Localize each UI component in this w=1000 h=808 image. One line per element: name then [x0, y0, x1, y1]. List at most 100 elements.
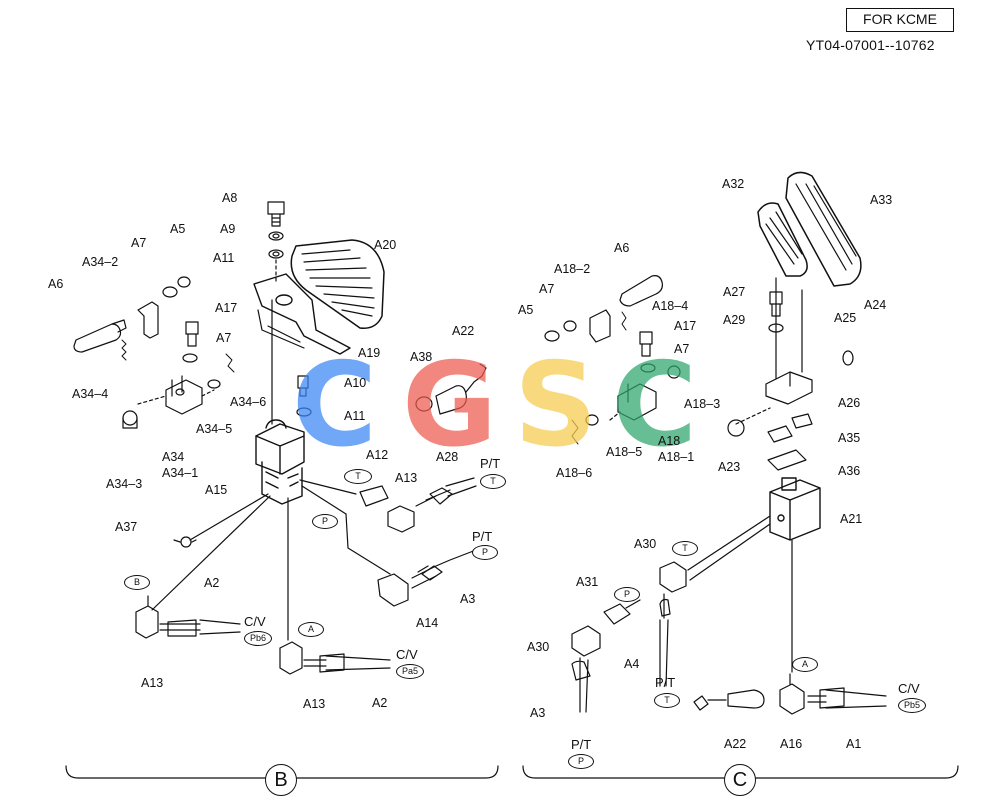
callout-a18-6: A18–6 — [556, 466, 593, 480]
callout-a9: A9 — [220, 222, 236, 236]
port-tag-p: P — [472, 545, 498, 560]
fitting-a31 — [603, 603, 631, 625]
callout-a27: A27 — [723, 285, 746, 299]
callout-a7: A7 — [216, 331, 232, 345]
fitting-a16 — [779, 673, 805, 715]
port-tag-p: P — [614, 587, 640, 602]
callout-a24: A24 — [864, 298, 887, 312]
port-tag-pb5: Pb5 — [898, 698, 926, 713]
callout-a11: A11 — [344, 409, 366, 423]
callout-a7: A7 — [539, 282, 555, 296]
pedal-a32 — [757, 202, 808, 277]
callout-a18-2: A18–2 — [554, 262, 591, 276]
callout-a2: A2 — [372, 696, 388, 710]
pin-a6-right — [619, 275, 663, 307]
port-label-pt: P/T — [480, 456, 501, 471]
callout-a3: A3 — [460, 592, 476, 606]
callout-a34-2: A34–2 — [82, 255, 119, 269]
fitting-a13-lower-mid — [279, 641, 303, 675]
port-tag-t: T — [480, 474, 506, 489]
fitting-a13-lower-left — [135, 595, 159, 639]
fitting-a13-top — [387, 505, 415, 533]
callout-a7: A7 — [674, 342, 690, 356]
model-badge: FOR KCME — [846, 8, 954, 32]
callout-a32: A32 — [722, 177, 745, 191]
hose-a2-lower — [319, 653, 345, 673]
callout-a13: A13 — [395, 471, 418, 485]
callout-a18-4: A18–4 — [652, 299, 689, 313]
hose-a1 — [819, 687, 845, 709]
callout-a5: A5 — [170, 222, 186, 236]
fitting-a30-upper — [659, 561, 687, 593]
callout-a4: A4 — [624, 657, 640, 671]
bracket-a26 — [765, 371, 813, 405]
port-label-pt: P/T — [655, 675, 676, 690]
callout-a1: A1 — [846, 737, 862, 751]
callout-a23: A23 — [718, 460, 741, 474]
bracket-a34 — [137, 375, 215, 415]
callout-a30: A30 — [527, 640, 550, 654]
callout-a31: A31 — [576, 575, 599, 589]
port-tag-t: T — [344, 469, 372, 484]
callout-a15: A15 — [205, 483, 228, 497]
port-tag-pb6: Pb6 — [244, 631, 272, 646]
hose-a28 — [429, 487, 453, 505]
callout-a6: A6 — [48, 277, 64, 291]
callout-a14: A14 — [416, 616, 439, 630]
plate-a35 — [767, 413, 813, 443]
lever-a34-2 — [137, 301, 159, 339]
callout-a10: A10 — [344, 376, 367, 390]
callout-a33: A33 — [870, 193, 893, 207]
port-tag-p: P — [312, 514, 338, 529]
watermark-letter-s: S — [514, 338, 598, 473]
switch-a22-left — [415, 363, 487, 415]
callout-a12: A12 — [366, 448, 389, 462]
callout-a26: A26 — [838, 396, 861, 410]
watermark-letter-g: G — [402, 338, 498, 473]
callout-a36: A36 — [838, 464, 861, 478]
callout-a34-5: A34–5 — [196, 422, 233, 436]
watermark-letter-c1: C — [292, 338, 378, 473]
callout-a28: A28 — [436, 450, 459, 464]
port-label-pt: P/T — [571, 737, 592, 752]
pedal-arm-a19 — [253, 273, 351, 355]
pedal-a20 — [290, 239, 385, 329]
switch-a22-right — [693, 689, 765, 711]
fitting-a30-lower — [571, 625, 601, 657]
callout-a21: A21 — [840, 512, 863, 526]
callout-a20: A20 — [374, 238, 397, 252]
port-tag-b: B — [124, 575, 150, 590]
port-tag-p: P — [568, 754, 594, 769]
callout-a34: A34 — [162, 450, 185, 464]
callout-a22: A22 — [724, 737, 747, 751]
callout-a34-3: A34–3 — [106, 477, 143, 491]
bolt-a8 — [267, 201, 285, 227]
watermark-letter-c2: C — [612, 338, 698, 473]
hose-a3-left — [421, 565, 443, 581]
callout-a34-4: A34–4 — [72, 387, 109, 401]
callout-a30: A30 — [634, 537, 657, 551]
pin-a6-left — [73, 319, 127, 353]
bracket-a18 — [617, 383, 657, 421]
callout-a17: A17 — [215, 301, 238, 315]
port-tag-a: A — [792, 657, 818, 672]
callout-a13: A13 — [303, 697, 326, 711]
port-tag-t: T — [672, 541, 698, 556]
fitting-a12 — [359, 485, 389, 507]
callout-a34-1: A34–1 — [162, 466, 199, 480]
lever-a18-2 — [589, 309, 611, 343]
callout-a18-5: A18–5 — [606, 445, 643, 459]
port-tag-t: T — [654, 693, 680, 708]
fitting-a14 — [377, 573, 409, 607]
callout-a11: A11 — [213, 251, 235, 265]
callout-a35: A35 — [838, 431, 861, 445]
callout-a19: A19 — [358, 346, 381, 360]
section-marker-c: C — [724, 764, 756, 796]
callout-a37: A37 — [115, 520, 138, 534]
callout-a38: A38 — [410, 350, 433, 364]
callout-a16: A16 — [780, 737, 803, 751]
callout-a2: A2 — [204, 576, 220, 590]
callout-a18-1: A18–1 — [658, 450, 695, 464]
